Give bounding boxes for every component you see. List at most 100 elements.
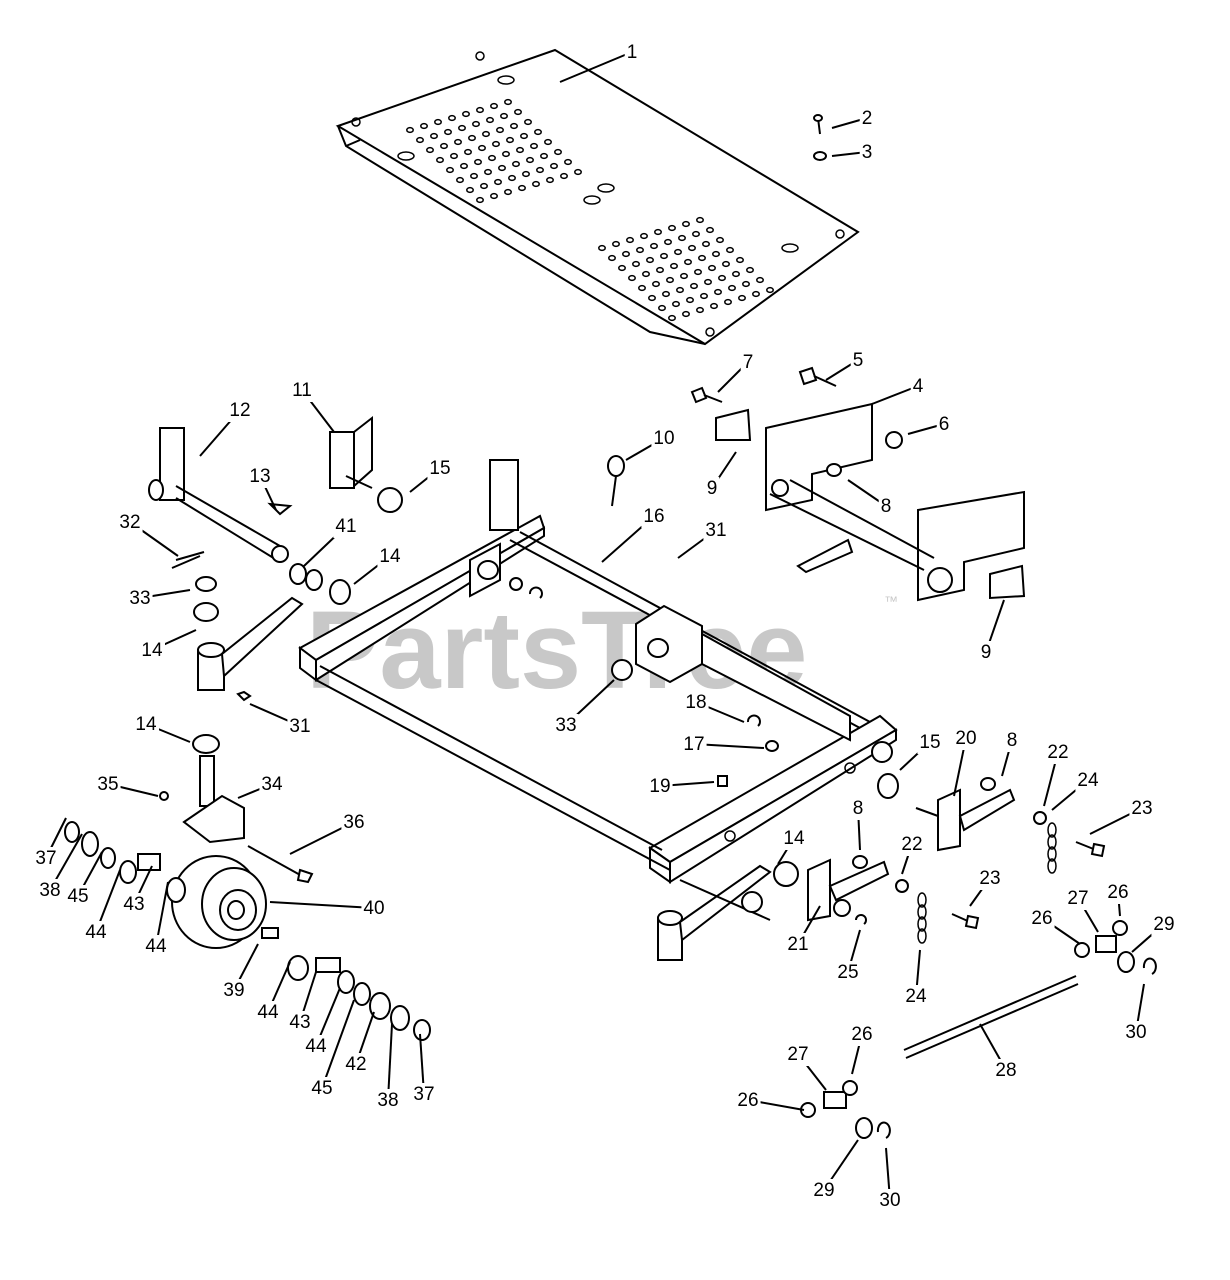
swivel-27b <box>823 1091 847 1109</box>
callout-number: 38 <box>377 1090 398 1111</box>
pin-31 <box>236 690 252 702</box>
nut-8b <box>852 855 868 869</box>
callout-backdrop <box>95 773 121 796</box>
clip-18 <box>747 714 761 727</box>
callout-backdrop <box>953 727 979 750</box>
callout-backdrop <box>936 413 952 436</box>
washer-33b <box>611 659 633 681</box>
leader-line <box>387 1023 393 1101</box>
callout-number: 45 <box>67 886 88 907</box>
callout-backdrop <box>377 545 403 568</box>
callout-backdrop <box>835 961 861 984</box>
callout-backdrop <box>651 427 677 450</box>
callout-backdrop <box>65 885 91 908</box>
callout-backdrop <box>143 935 169 958</box>
callout-number: 8 <box>1007 730 1018 751</box>
callout-backdrop <box>333 515 359 538</box>
callout-backdrop <box>781 827 807 850</box>
callout-backdrop <box>859 107 875 130</box>
callout-backdrop <box>427 457 453 480</box>
callout-number: 1 <box>627 42 638 63</box>
callout-number: 45 <box>311 1078 332 1099</box>
threaded-rod <box>903 975 1079 1059</box>
callout-number: 42 <box>345 1054 366 1075</box>
callout-number: 9 <box>707 478 718 499</box>
callout-backdrop <box>343 1053 369 1076</box>
callout-number: 37 <box>35 848 56 869</box>
callout-backdrop <box>978 641 994 664</box>
callout-number: 24 <box>905 986 927 1007</box>
callout-backdrop <box>127 587 153 610</box>
callout-number: 37 <box>413 1084 434 1105</box>
callout-number: 20 <box>955 728 976 749</box>
nut-19 <box>717 775 728 787</box>
callout-backdrop <box>1105 881 1131 904</box>
callout-backdrop <box>624 41 640 64</box>
callout-number: 44 <box>257 1002 279 1023</box>
callout-number: 2 <box>862 108 873 129</box>
nut-26d <box>842 1080 858 1096</box>
callout-number: 26 <box>737 1090 758 1111</box>
callout-number: 43 <box>289 1012 310 1033</box>
caster-wheel <box>171 855 267 949</box>
callout-number: 40 <box>363 898 384 919</box>
screw-2 <box>813 114 823 135</box>
callout-number: 9 <box>981 642 992 663</box>
callout-number: 14 <box>379 546 401 567</box>
rear-bracket <box>715 402 1026 602</box>
callout-backdrop <box>139 639 165 662</box>
callout-number: 27 <box>1067 888 1088 909</box>
callout-number: 43 <box>123 894 144 915</box>
nut-22b <box>895 879 909 893</box>
callout-number: 33 <box>129 588 150 609</box>
callout-backdrop <box>1065 887 1091 910</box>
callout-number: 39 <box>223 980 244 1001</box>
callout-number: 10 <box>653 428 674 449</box>
washer-29b <box>855 1117 873 1139</box>
callout-backdrop <box>1129 797 1155 820</box>
washer-33 <box>195 576 217 592</box>
watermark-trademark: ™ <box>884 593 898 609</box>
bolt-23a <box>1075 841 1106 858</box>
callout-backdrop <box>917 731 943 754</box>
callout-number: 8 <box>853 798 864 819</box>
callout-number: 15 <box>919 732 940 753</box>
washer-17 <box>765 740 779 752</box>
callout-backdrop <box>703 519 729 542</box>
callout-backdrop <box>133 713 159 736</box>
callout-backdrop <box>849 1023 875 1046</box>
callout-number: 36 <box>343 812 364 833</box>
bolt-7 <box>690 386 723 404</box>
callout-backdrop <box>683 691 709 714</box>
callout-backdrop <box>290 379 314 402</box>
leader-line <box>269 901 375 909</box>
callout-backdrop <box>1151 913 1177 936</box>
callout-backdrop <box>287 1011 313 1034</box>
cotter-pin-32 <box>171 555 201 569</box>
leader-line <box>559 51 633 83</box>
caster-arm-right <box>657 861 799 961</box>
callout-number: 33 <box>555 715 576 736</box>
callout-number: 30 <box>879 1190 900 1211</box>
callout-backdrop <box>33 847 59 870</box>
chain-24b <box>917 892 927 944</box>
hitch-pin <box>607 455 625 507</box>
nut-22a <box>1033 811 1047 825</box>
callout-backdrop <box>1045 741 1071 764</box>
callout-backdrop <box>247 465 273 488</box>
washer-frame <box>509 577 523 591</box>
callout-number: 27 <box>787 1044 808 1065</box>
callout-number: 5 <box>853 350 864 371</box>
callout-backdrop <box>83 921 109 944</box>
callout-number: 26 <box>851 1024 872 1045</box>
callout-backdrop <box>37 879 63 902</box>
callout-backdrop <box>641 505 667 528</box>
bolt-5 <box>798 366 837 387</box>
callout-backdrop <box>255 1001 281 1024</box>
callout-number: 6 <box>939 414 950 435</box>
callout-backdrop <box>859 141 875 164</box>
callout-number: 23 <box>979 868 1000 889</box>
callout-number: 26 <box>1107 882 1128 903</box>
callout-number: 35 <box>97 774 118 795</box>
